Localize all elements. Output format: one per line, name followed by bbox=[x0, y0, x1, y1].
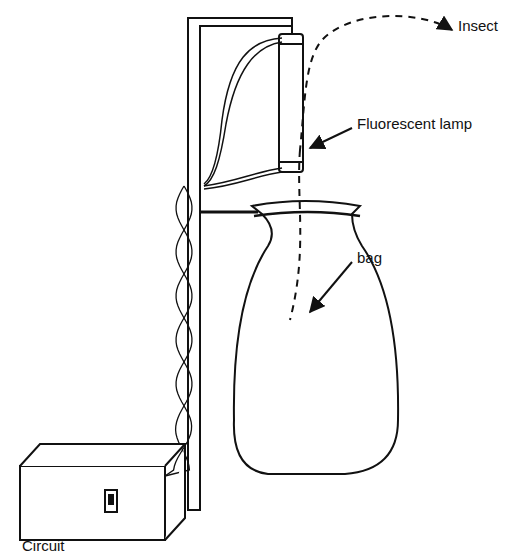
lamp-cap bbox=[279, 43, 303, 45]
bag-arm bbox=[200, 211, 258, 214]
callout-label: bag bbox=[357, 250, 382, 267]
callout-label: Insect bbox=[458, 18, 498, 35]
wire bbox=[204, 42, 282, 186]
circuit-box bbox=[20, 466, 165, 540]
part-label: Circuit bbox=[22, 538, 65, 555]
twisted-cable bbox=[165, 186, 192, 476]
bag-rim bbox=[254, 212, 360, 216]
switch bbox=[105, 490, 117, 512]
leader-arrow bbox=[310, 128, 352, 148]
lamp-cap bbox=[279, 161, 303, 163]
twisted-cable bbox=[165, 186, 192, 476]
lamp-hook bbox=[291, 26, 293, 34]
circuit-box-depth bbox=[20, 444, 185, 540]
wire bbox=[204, 38, 282, 184]
collection-bag bbox=[234, 201, 398, 474]
switch-lever bbox=[108, 494, 114, 505]
callout-label: Fluorescent lamp bbox=[357, 116, 472, 133]
leader-arrow bbox=[310, 262, 352, 312]
flight-path bbox=[290, 150, 300, 320]
wire bbox=[204, 168, 282, 186]
wire bbox=[204, 172, 282, 189]
